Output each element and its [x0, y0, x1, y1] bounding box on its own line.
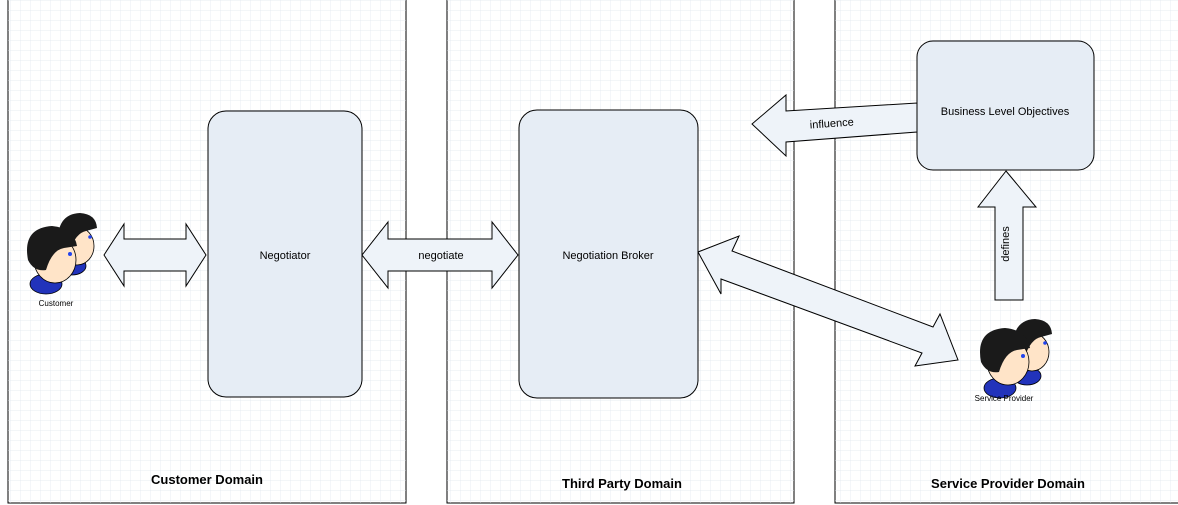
- negotiation-broker-label: Negotiation Broker: [562, 250, 653, 262]
- broker-service-provider-arrow: [697, 235, 959, 367]
- customer-actor: Customer: [27, 213, 97, 308]
- negotiator-label: Negotiator: [260, 250, 311, 262]
- defines-label: defines: [1000, 226, 1012, 262]
- customer-label: Customer: [39, 299, 74, 308]
- negotiate-label: negotiate: [418, 250, 463, 262]
- service-provider-actor: Service Provider: [975, 319, 1052, 403]
- defines-arrow: defines: [976, 170, 1038, 301]
- customer-person-icon: [27, 213, 97, 295]
- service-provider-person-icon: [980, 319, 1052, 399]
- customer-negotiator-arrow: [103, 222, 207, 288]
- influence-label: influence: [809, 116, 854, 131]
- negotiator-box: Negotiator: [207, 110, 363, 398]
- negotiation-broker-box: Negotiation Broker: [518, 109, 699, 399]
- customer-domain-title: Customer Domain: [151, 472, 263, 487]
- business-level-objectives-label: Business Level Objectives: [941, 106, 1070, 118]
- service-provider-label: Service Provider: [975, 394, 1034, 403]
- negotiate-arrow: negotiate: [361, 220, 519, 290]
- third-party-domain-title: Third Party Domain: [562, 476, 682, 491]
- business-level-objectives-box: Business Level Objectives: [916, 40, 1095, 171]
- service-provider-domain-panel: Service Provider Domain: [834, 0, 1178, 504]
- service-provider-domain-title: Service Provider Domain: [931, 476, 1085, 491]
